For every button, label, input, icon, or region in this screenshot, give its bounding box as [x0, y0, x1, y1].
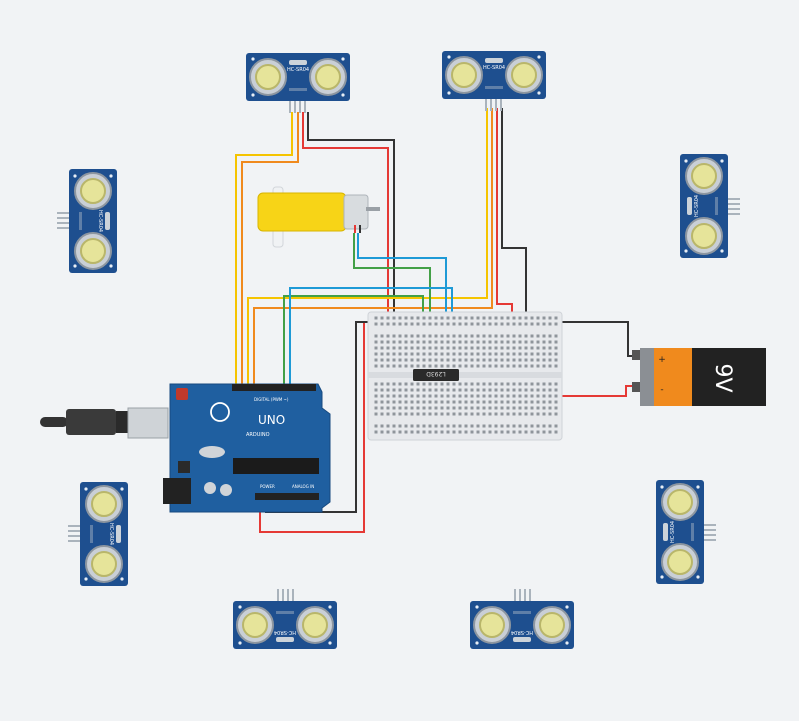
- wire-black-14[interactable]: [562, 321, 636, 357]
- wire-yellow-0[interactable]: [235, 112, 293, 390]
- sensor-model-label: HC-SR04: [97, 210, 103, 232]
- ultrasonic-sensor-right-lower[interactable]: HC-SR04: [655, 479, 717, 585]
- sensor-model-label: HC-SR04: [274, 629, 296, 635]
- sensor-model-label: HC-SR04: [670, 521, 676, 543]
- ultrasonic-sensor-right-upper[interactable]: HC-SR04: [679, 153, 741, 259]
- battery-9v[interactable]: 9V + -: [632, 348, 766, 406]
- arduino-uno[interactable]: UNO ARDUINO DIGITAL (PWM ~) POWER ANALOG…: [163, 383, 331, 513]
- usb-cable: [40, 407, 169, 439]
- wire-blue-9[interactable]: [357, 233, 447, 360]
- wire-orange-5[interactable]: [253, 108, 493, 390]
- wire-red-16[interactable]: [259, 322, 365, 533]
- sensor-model-label: HC-SR04: [694, 195, 700, 217]
- battery-minus-label: -: [660, 385, 663, 395]
- battery-plus-label: +: [658, 355, 666, 365]
- ultrasonic-sensor-top-right[interactable]: HC-SR04: [441, 50, 547, 112]
- motor-driver-label: L293D: [426, 370, 446, 377]
- ultrasonic-sensor-bottom-left[interactable]: HC-SR04: [232, 588, 338, 650]
- sensor-model-label: HC-SR04: [108, 523, 114, 545]
- wire-red-6[interactable]: [496, 108, 513, 322]
- sensor-model-label: HC-SR04: [483, 65, 505, 71]
- ultrasonic-sensor-bottom-right[interactable]: HC-SR04: [469, 588, 575, 650]
- breadboard[interactable]: [367, 311, 563, 441]
- wire-black-7[interactable]: [501, 108, 527, 322]
- sensor-model-label: HC-SR04: [287, 67, 309, 73]
- wire-yellow-4[interactable]: [247, 108, 488, 390]
- arduino-model-label: UNO: [258, 413, 285, 427]
- arduino-brand-label: ARDUINO: [246, 432, 270, 438]
- dc-motor[interactable]: [257, 186, 380, 248]
- ultrasonic-sensor-left-upper[interactable]: HC-SR04: [56, 168, 118, 274]
- arduino-analog-label: ANALOG IN: [292, 484, 314, 489]
- battery-voltage-label: 9V: [710, 363, 735, 392]
- ultrasonic-sensor-left-lower[interactable]: HC-SR04: [67, 481, 129, 587]
- wire-orange-1[interactable]: [241, 112, 299, 390]
- ultrasonic-sensor-top-left[interactable]: HC-SR04: [245, 52, 351, 114]
- wire-black-3[interactable]: [307, 112, 395, 322]
- arduino-digital-label: DIGITAL (PWM ~): [254, 397, 289, 402]
- sensor-model-label: HC-SR04: [511, 629, 533, 635]
- arduino-power-label: POWER: [260, 484, 275, 489]
- motor-driver-chip[interactable]: L293D: [413, 369, 459, 381]
- wire-red-2[interactable]: [302, 112, 389, 322]
